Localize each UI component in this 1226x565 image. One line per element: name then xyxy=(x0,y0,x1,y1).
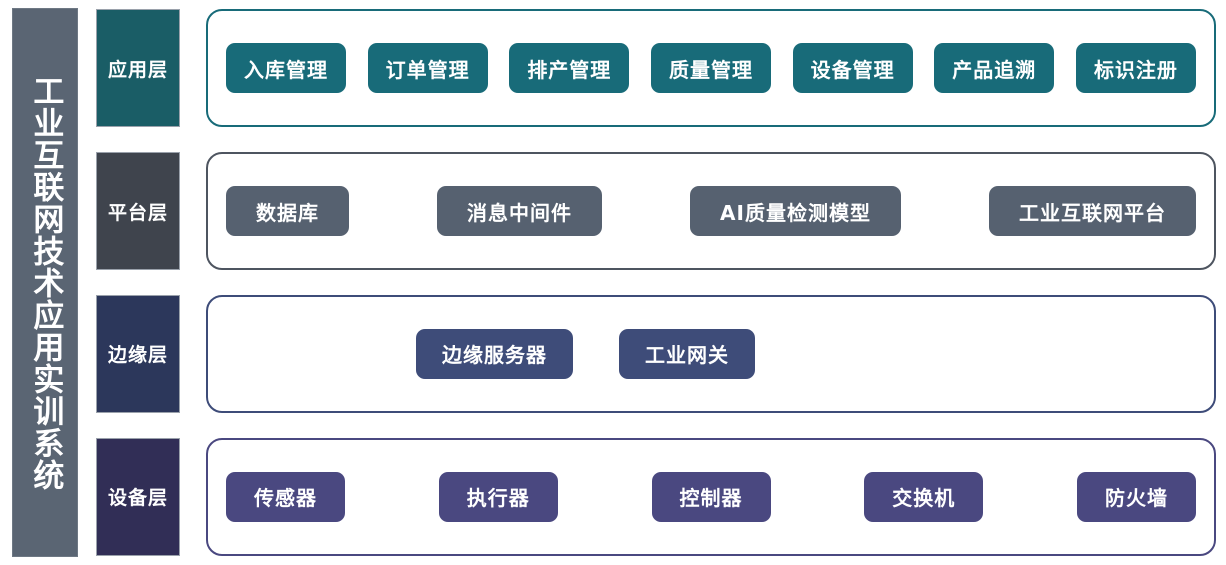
module-chip[interactable]: AI质量检测模型 xyxy=(690,186,901,237)
module-chip[interactable]: 设备管理 xyxy=(792,43,913,94)
layer-container-device: 传感器 执行器 控制器 交换机 防火墙 xyxy=(206,437,1216,556)
module-chip[interactable]: 数据库 xyxy=(226,186,349,237)
module-chip[interactable]: 工业网关 xyxy=(619,328,755,379)
layer-row-device: 设备层 传感器 执行器 控制器 交换机 防火墙 xyxy=(96,432,1216,561)
module-chip[interactable]: 防火墙 xyxy=(1077,471,1196,522)
module-chip[interactable]: 传感器 xyxy=(226,471,345,522)
layer-label-platform: 平台层 xyxy=(96,152,180,271)
layer-label-application: 应用层 xyxy=(96,9,180,128)
layer-container-platform: 数据库 消息中间件 AI质量检测模型 工业互联网平台 xyxy=(206,152,1216,271)
system-title-bar: 工业互联网技术应用实训系统 xyxy=(12,8,78,557)
layer-label-device: 设备层 xyxy=(96,437,180,556)
layer-label-edge: 边缘层 xyxy=(96,294,180,413)
layer-row-edge: 边缘层 边缘服务器 工业网关 xyxy=(96,290,1216,419)
module-chip[interactable]: 边缘服务器 xyxy=(416,328,573,379)
layer-container-application: 入库管理 订单管理 排产管理 质量管理 设备管理 产品追溯 标识注册 xyxy=(206,9,1216,128)
module-chip[interactable]: 交换机 xyxy=(864,471,984,522)
layer-container-edge: 边缘服务器 工业网关 xyxy=(206,294,1216,413)
module-chip[interactable]: 标识注册 xyxy=(1075,43,1196,94)
module-chip[interactable]: 消息中间件 xyxy=(437,186,603,237)
module-chip[interactable]: 控制器 xyxy=(651,471,771,522)
layer-row-application: 应用层 入库管理 订单管理 排产管理 质量管理 设备管理 产品追溯 标识注册 xyxy=(96,4,1216,133)
module-chip[interactable]: 执行器 xyxy=(438,471,558,522)
module-chip[interactable]: 入库管理 xyxy=(226,43,346,94)
module-chip[interactable]: 产品追溯 xyxy=(934,43,1055,94)
module-chip[interactable]: 工业互联网平台 xyxy=(988,186,1196,237)
layer-row-platform: 平台层 数据库 消息中间件 AI质量检测模型 工业互联网平台 xyxy=(96,147,1216,276)
module-chip[interactable]: 排产管理 xyxy=(509,43,630,94)
module-chip[interactable]: 质量管理 xyxy=(650,43,771,94)
module-chip[interactable]: 订单管理 xyxy=(367,43,488,94)
system-title: 工业互联网技术应用实训系统 xyxy=(27,74,64,491)
layer-stack: 应用层 入库管理 订单管理 排产管理 质量管理 设备管理 产品追溯 标识注册 平… xyxy=(78,0,1226,565)
